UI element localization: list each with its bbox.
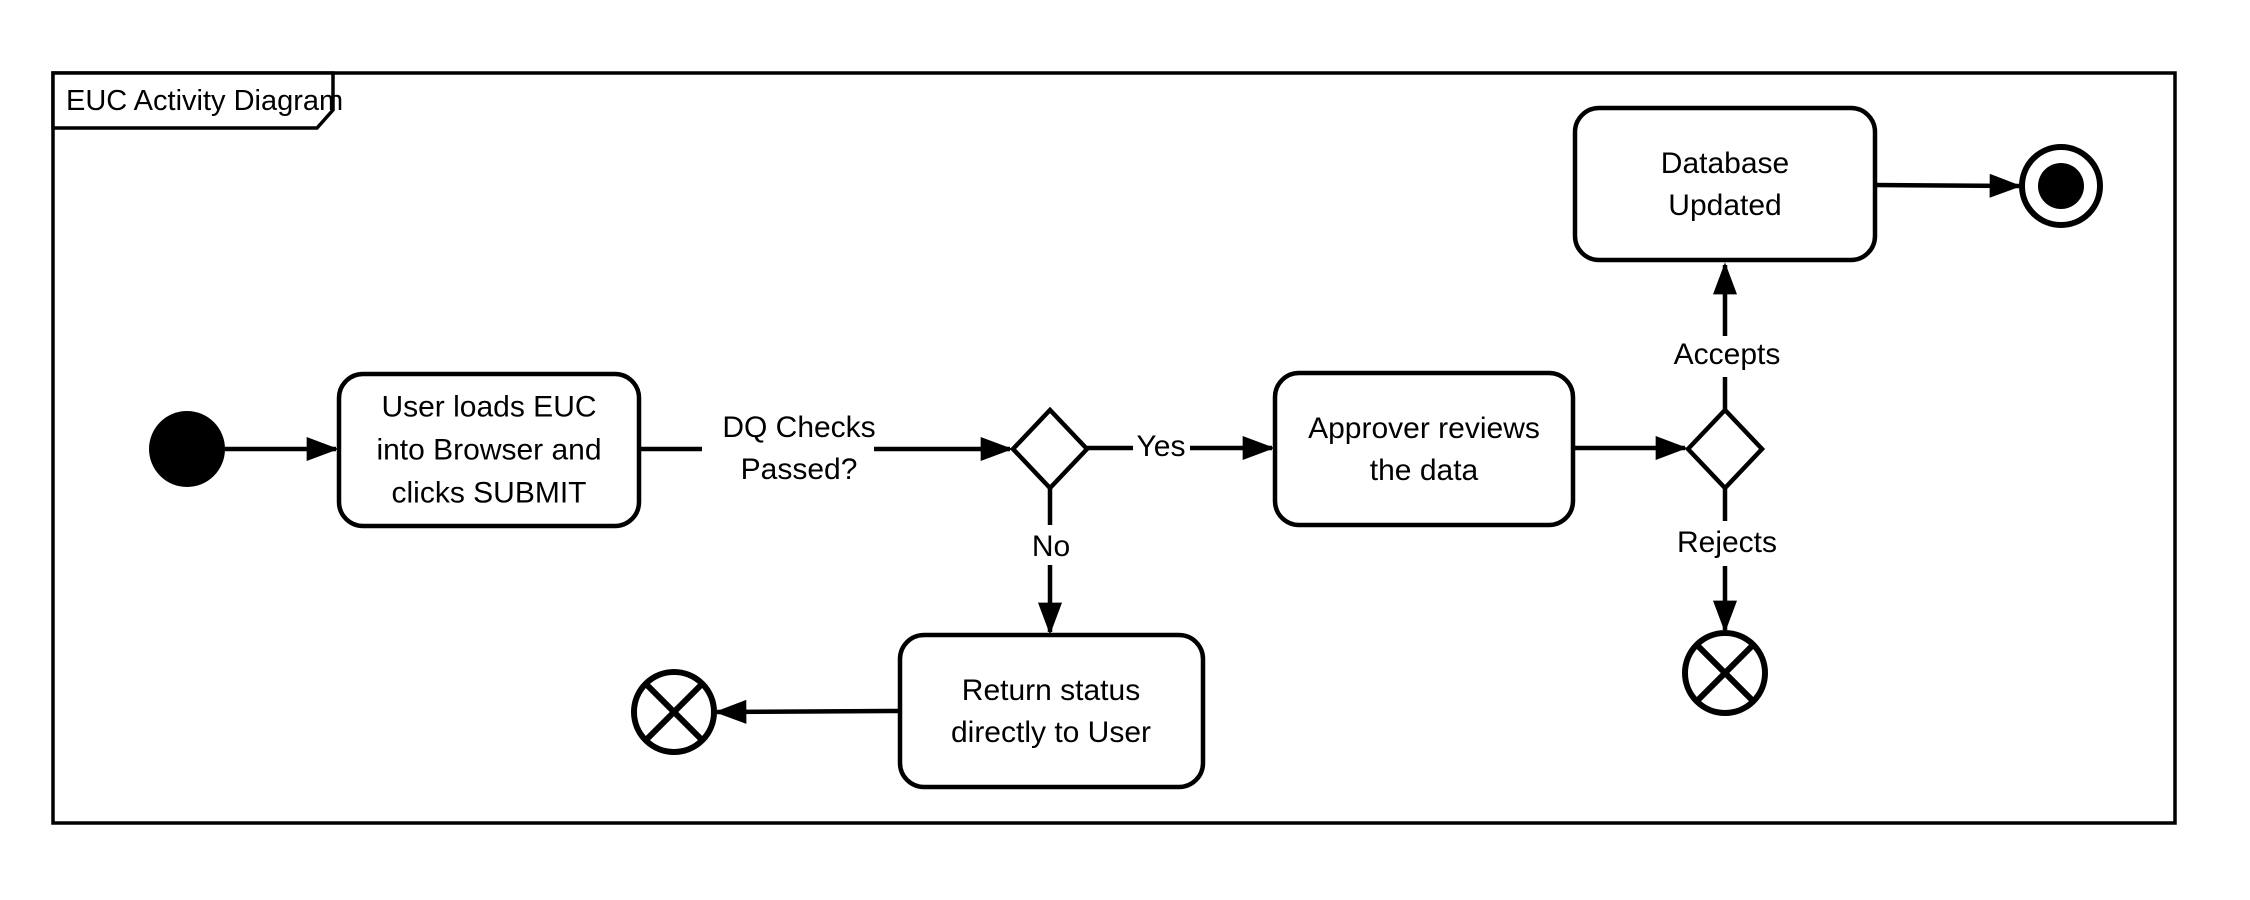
action-approver-reviews-line1: Approver reviews [1308, 412, 1540, 445]
edge-label-yes: Yes [1137, 430, 1186, 463]
edge-label-no: No [1032, 530, 1070, 563]
activity-final-inner-dot [2038, 163, 2084, 209]
flow-final-reject-x-stroke2 [1695, 643, 1755, 703]
action-return-status-shape [897, 632, 1206, 790]
diagram-title-tab [51, 71, 335, 130]
action-approver-reviews: Approver reviews the data [1272, 370, 1576, 528]
decision-approval [1684, 406, 1766, 492]
action-database-updated-shape [1572, 105, 1878, 263]
edge-label-rejects: Rejects [1677, 526, 1777, 559]
action-user-loads-euc: User loads EUC into Browser and clicks S… [336, 371, 642, 529]
edge-database-to-final [1874, 173, 2022, 198]
activity-final-node [2019, 144, 2103, 228]
action-return-status-line2: directly to User [951, 716, 1151, 749]
flow-final-reject-node [1682, 630, 1768, 716]
action-database-updated: Database Updated [1572, 105, 1878, 263]
edge-label-accepts: Accepts [1674, 338, 1781, 371]
action-return-status: Return status directly to User [897, 632, 1206, 790]
edge-label-dq-checks-line1: DQ Checks [722, 411, 875, 444]
edge-label-dq-checks-line2: Passed? [741, 453, 858, 486]
action-database-updated-line1: Database [1661, 147, 1789, 180]
action-user-loads-euc-line3: clicks SUBMIT [392, 477, 587, 510]
diagram-title: EUC Activity Diagram [66, 85, 343, 117]
flow-final-return-x-stroke2 [644, 682, 704, 742]
action-user-loads-euc-line2: into Browser and [376, 434, 601, 467]
action-return-status-line1: Return status [962, 674, 1140, 707]
action-database-updated-line2: Updated [1668, 189, 1781, 222]
action-approver-reviews-line2: the data [1370, 454, 1479, 487]
action-user-loads-euc-line1: User loads EUC [381, 391, 596, 424]
flow-final-return-node [631, 669, 717, 755]
action-approver-reviews-shape [1272, 370, 1576, 528]
edge-return-to-flow-final [714, 699, 901, 724]
initial-node [149, 411, 225, 487]
